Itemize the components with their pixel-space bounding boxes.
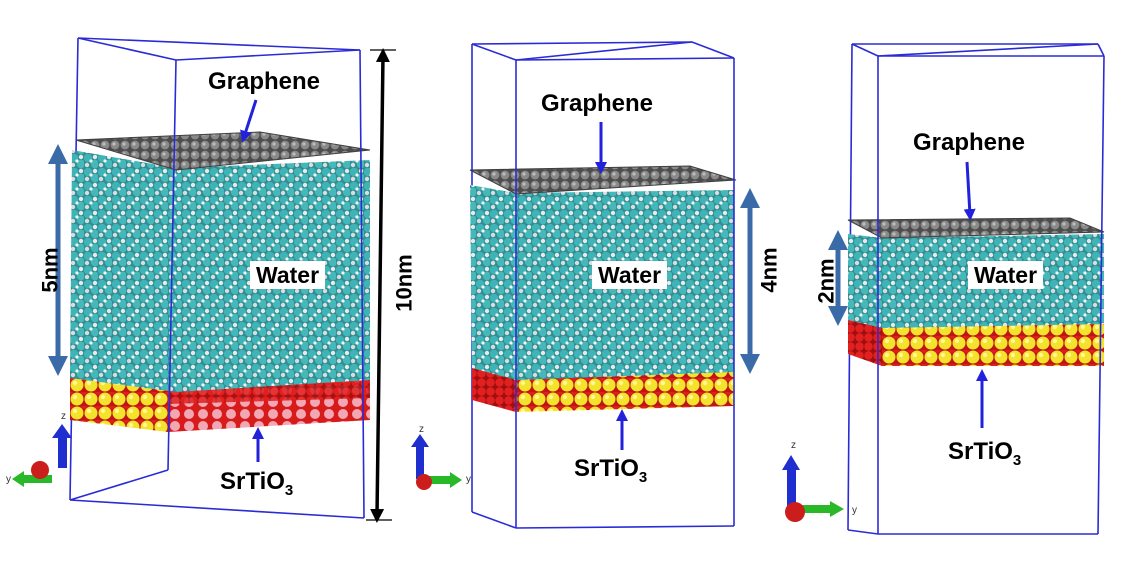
axis-z-label: z xyxy=(61,411,66,422)
graphene-label: Graphene xyxy=(541,90,654,117)
srtio3-substrate xyxy=(848,320,1104,366)
box-dimension-arrow xyxy=(370,48,390,523)
axis-z-label: z xyxy=(419,424,424,435)
simulation-box-front xyxy=(847,43,1105,535)
axis-y-label: y xyxy=(852,505,857,516)
substrate-label: SrTiO3 xyxy=(216,468,298,499)
axis-triad-1 xyxy=(12,424,72,487)
water-label: Water xyxy=(250,261,326,289)
graphene-label: Graphene xyxy=(913,129,1026,156)
graphene-sheet xyxy=(469,165,737,195)
substrate-label: SrTiO3 xyxy=(948,438,1022,469)
gap-dimension-label: 5nm xyxy=(37,247,63,293)
gap-dimension-label: 2nm xyxy=(813,258,839,304)
gap-dimension-label: 4nm xyxy=(756,247,782,293)
simulation-box-front xyxy=(69,37,365,519)
water-label: Water xyxy=(592,261,668,289)
axis-z-label: z xyxy=(791,440,796,451)
axis-y-label: y xyxy=(6,474,11,485)
graphene-sheet xyxy=(75,131,371,171)
simulation-box-front xyxy=(471,41,735,529)
axis-triad-3 xyxy=(782,455,844,522)
graphene-sheet xyxy=(847,217,1105,239)
box-dimension-label: 10nm xyxy=(391,254,417,312)
axis-triad-2 xyxy=(411,434,462,490)
graphene-pointer-arrow xyxy=(963,161,976,221)
axis-y-label: y xyxy=(466,474,471,485)
panel-1 xyxy=(12,37,396,523)
water-label: Water xyxy=(968,261,1044,289)
graphene-label: Graphene xyxy=(208,68,321,95)
srtio3-substrate xyxy=(472,368,734,412)
graphene-pointer-arrow xyxy=(240,99,258,143)
substrate-label: SrTiO3 xyxy=(574,455,648,486)
